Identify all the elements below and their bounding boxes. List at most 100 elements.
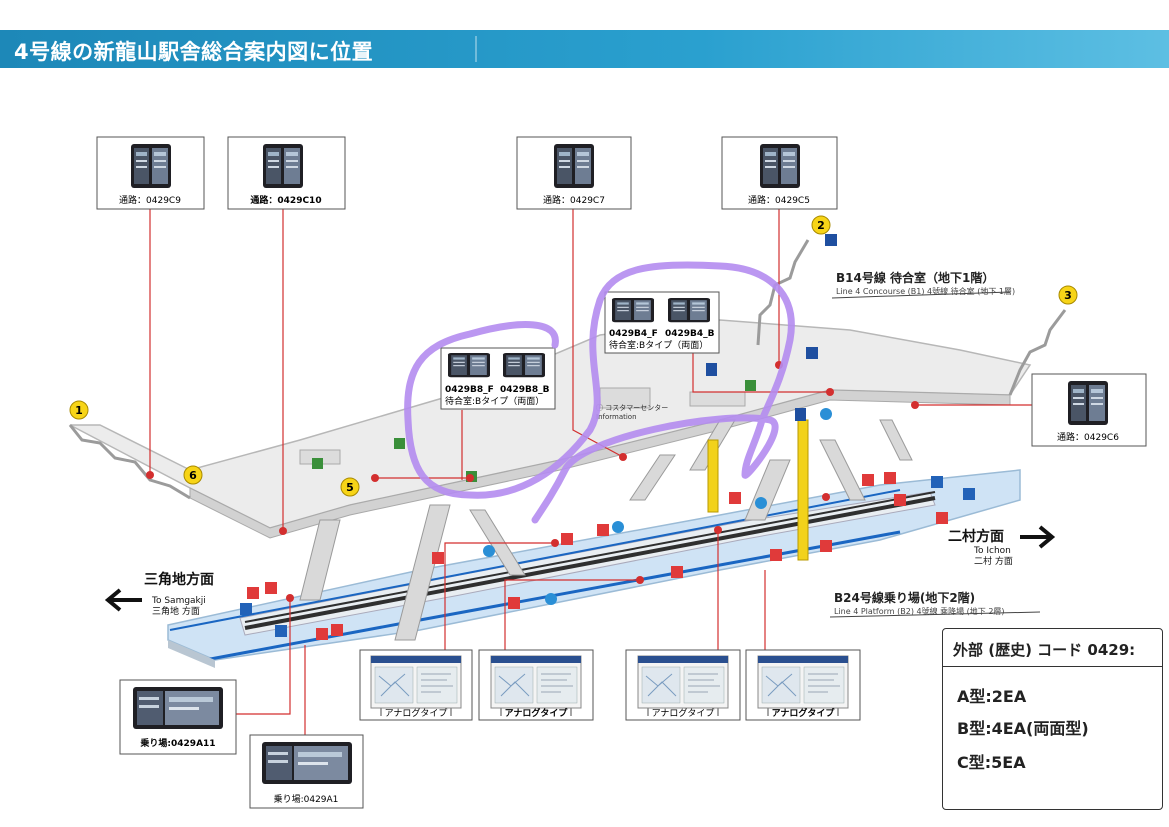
- elevator-shaft-1: [707, 439, 719, 513]
- waiting-label-back: 0429B4_B: [665, 329, 715, 339]
- direction-left-label: 三角地方面: [144, 571, 214, 588]
- screen-callout-c9: 通路：0429C9: [96, 136, 205, 210]
- fire-extinguisher-icon: [729, 492, 741, 504]
- fire-extinguisher-icon: [671, 566, 683, 578]
- exit-badge-1: 1: [69, 400, 89, 420]
- direction-right-sub: 二村 方面: [974, 555, 1013, 567]
- platform-sublabel: Line 4 Platform (B2) 4號線 乘降場 (地下 2層): [834, 606, 1005, 616]
- svg-text:1: 1: [75, 404, 83, 417]
- fire-extinguisher-icon: [862, 474, 874, 486]
- fire-extinguisher-icon: [770, 549, 782, 561]
- stair-icon: [745, 380, 756, 391]
- fire-extinguisher-icon: [247, 587, 259, 599]
- arrow-right-icon: [1020, 525, 1056, 549]
- info-label: ⓘ コスタマーセンター: [596, 403, 668, 412]
- waiting-label-back: 0429B8_B: [500, 385, 550, 395]
- highlight-circle: [404, 261, 795, 524]
- analog-callout-4: アナログタイプ: [745, 649, 861, 721]
- code-summary-box: 外部 (歴史) コード 0429: A型:2EA B型:4EA(両面型) C型:…: [942, 628, 1163, 810]
- waiting-callout-b4: 0429B4_F 0429B4_B 待合室:Bタイプ（両面）: [604, 291, 720, 354]
- waiting-room-label: B14号線 待合室（地下1階）: [836, 270, 994, 285]
- exit-badge-5: 5: [340, 477, 360, 497]
- analog-label: アナログタイプ: [772, 707, 836, 719]
- wheelchair-icon: [806, 347, 818, 359]
- pedestrian-icon: [963, 488, 975, 500]
- analog-callout-3: アナログタイプ: [625, 649, 741, 721]
- arrow-left-icon: [104, 588, 142, 612]
- exit-badge-6: 6: [183, 465, 203, 485]
- analog-label: アナログタイプ: [505, 707, 569, 719]
- fire-extinguisher-icon: [936, 512, 948, 524]
- accessibility-icon: [483, 545, 495, 557]
- svg-text:2: 2: [817, 219, 825, 232]
- stair-icon: [394, 438, 405, 449]
- analog-callout-2: アナログタイプ: [478, 649, 594, 721]
- fire-extinguisher-icon: [820, 540, 832, 552]
- screen-callout-c5: 通路：0429C5: [721, 136, 838, 210]
- waiting-caption: 待合室:Bタイプ（両面）: [445, 395, 544, 407]
- svg-text:5: 5: [346, 481, 354, 494]
- svg-text:3: 3: [1064, 289, 1072, 302]
- accessibility-icon: [820, 408, 832, 420]
- screen-label: 通路：0429C6: [1057, 431, 1119, 443]
- toilet-icon: [706, 363, 717, 376]
- accessibility-icon: [545, 593, 557, 605]
- pedestrian-icon: [931, 476, 943, 488]
- analog-label: アナログタイプ: [385, 707, 448, 719]
- direction-right-label: 二村方面: [948, 528, 1004, 545]
- accessibility-icon: [755, 497, 767, 509]
- analog-label: アナログタイプ: [652, 707, 715, 719]
- screen-callout-c6: 通路：0429C6: [1031, 373, 1147, 447]
- accessibility-icon: [612, 521, 624, 533]
- fire-extinguisher-icon: [508, 597, 520, 609]
- screen-callout-c7: 通路：0429C7: [516, 136, 632, 210]
- svg-text:6: 6: [189, 469, 197, 482]
- waiting-room-sublabel: Line 4 Concourse (B1) 4號線 待合室 (地下 1層): [836, 286, 1015, 296]
- code-line-b: B型:4EA(両面型): [957, 719, 1089, 738]
- fire-extinguisher-icon: [884, 472, 896, 484]
- fire-extinguisher-icon: [265, 582, 277, 594]
- stair-icon: [312, 458, 323, 469]
- pedestrian-icon: [240, 603, 252, 615]
- waiting-caption: 待合室:Bタイプ（両面）: [609, 339, 708, 351]
- direction-left-sub: 三角地 方面: [152, 605, 200, 617]
- analog-callout-1: アナログタイプ: [359, 649, 473, 721]
- waiting-callout-b8: 0429B8_F 0429B8_B 待合室:Bタイプ（両面）: [440, 347, 556, 410]
- title-separator: [475, 36, 477, 62]
- screen-label: 通路：0429C9: [119, 194, 181, 206]
- page-title: 4号線の新龍山駅舎総合案内図に位置: [14, 40, 374, 64]
- code-summary-title: 外部 (歴史) コード 0429:: [953, 641, 1136, 659]
- screen-label: 通路：0429C7: [543, 194, 605, 206]
- leader-lines: [149, 209, 1032, 740]
- fire-extinguisher-icon: [597, 524, 609, 536]
- fire-extinguisher-icon: [316, 628, 328, 640]
- elevator-icon: [795, 408, 806, 421]
- screen-label: 通路：0429C10: [250, 194, 321, 206]
- screen-callout-a1: 乗り場:0429A1: [249, 734, 364, 809]
- exit-badge-2: 2: [811, 215, 831, 235]
- code-line-c: C型:5EA: [957, 753, 1026, 772]
- info-label-en: Information: [596, 413, 637, 421]
- screen-label: 通路：0429C5: [748, 194, 810, 206]
- exit-badge-3: 3: [1058, 285, 1078, 305]
- fire-extinguisher-icon: [894, 494, 906, 506]
- screen-callout-a11: 乗り場:0429A11: [119, 679, 237, 755]
- waiting-label-front: 0429B8_F: [445, 385, 494, 395]
- code-summary-divider: [943, 666, 1162, 667]
- code-line-a: A型:2EA: [957, 687, 1027, 706]
- title-bar: 4号線の新龍山駅舎総合案内図に位置: [0, 30, 1169, 68]
- direction-left-en: To Samgakji: [151, 596, 206, 606]
- screen-callout-c10: 通路：0429C10: [227, 136, 346, 210]
- screen-label: 乗り場:0429A11: [140, 737, 215, 749]
- direction-right-en: To Ichon: [973, 546, 1011, 556]
- screen-label: 乗り場:0429A1: [274, 793, 339, 805]
- fire-extinguisher-icon: [561, 533, 573, 545]
- waiting-label-front: 0429B4_F: [609, 329, 658, 339]
- platform-label: B24号線乗り場(地下2階): [834, 590, 975, 605]
- pedestrian-icon: [275, 625, 287, 637]
- wheelchair-icon: [825, 234, 837, 246]
- fire-extinguisher-icon: [331, 624, 343, 636]
- fire-extinguisher-icon: [432, 552, 444, 564]
- elevator-shaft-2: [797, 419, 809, 561]
